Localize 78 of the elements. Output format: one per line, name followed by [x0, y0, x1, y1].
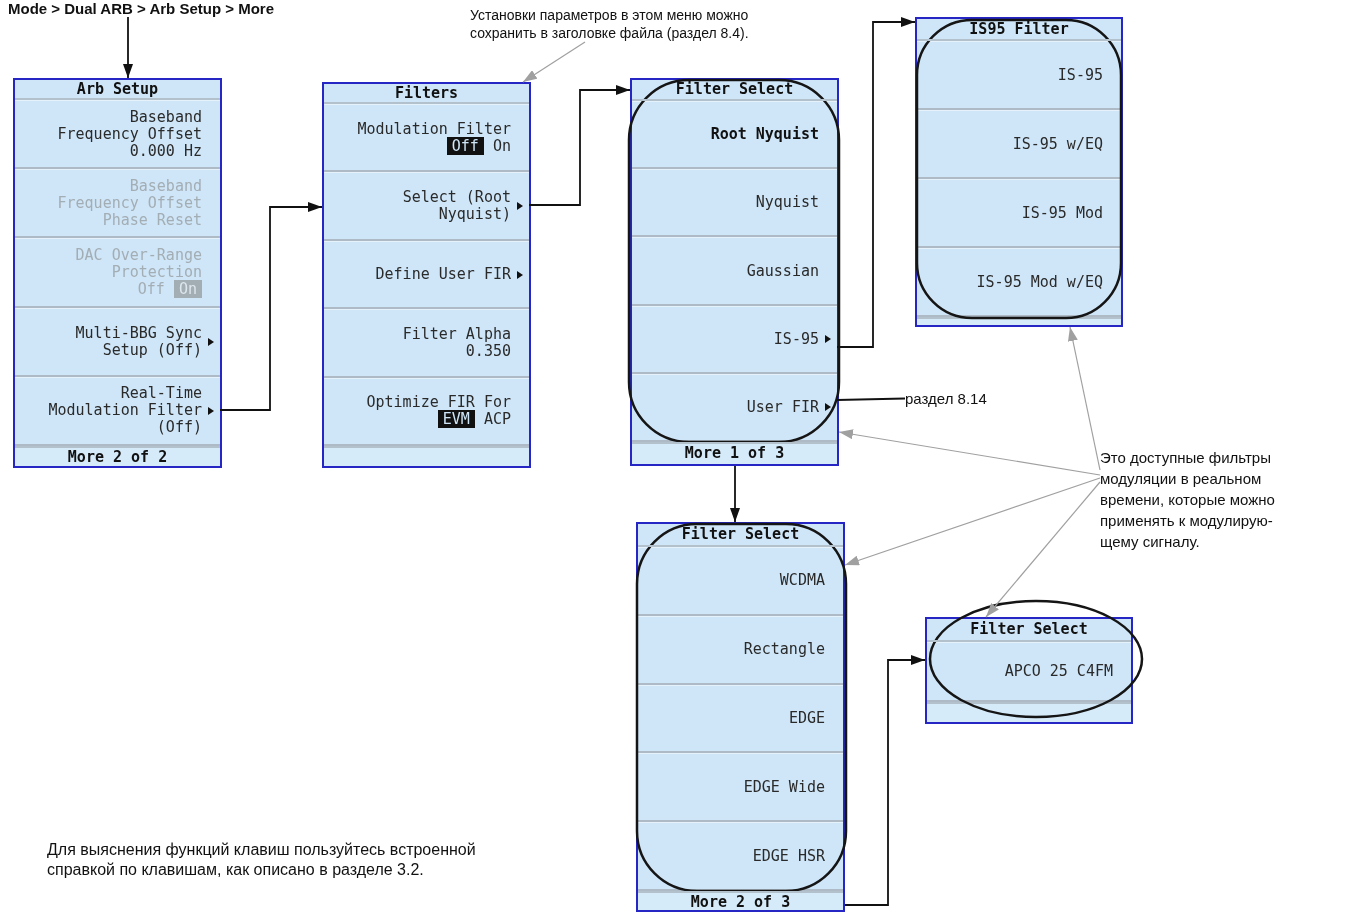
softkey-label: User FIR [746, 398, 819, 416]
softkey [632, 237, 837, 306]
more-indicator: More 2 of 2 [15, 446, 220, 466]
empty-softkey [917, 317, 1121, 325]
empty-softkey [324, 446, 529, 467]
arrow [219, 202, 323, 411]
toggle-state: EVM ACP [437, 411, 511, 429]
menu-title: Filters [324, 84, 529, 104]
softkey [632, 305, 837, 374]
softkey-label: Select (Root Nyquist) [401, 189, 511, 224]
softkey-label: Multi-BBG Sync Setup (Off) [74, 324, 202, 359]
softkey-label: EDGE [788, 710, 825, 727]
softkey [15, 307, 220, 377]
softkey-label: APCO 25 C4FM [1004, 663, 1113, 680]
softkey-menu [13, 78, 222, 468]
leader-line [838, 429, 1101, 476]
leader-line [522, 41, 586, 83]
softkey [917, 179, 1121, 248]
softkey [324, 240, 529, 310]
softkey [324, 104, 529, 173]
softkey-menu [322, 82, 531, 468]
softkey-label: Gaussian [746, 262, 819, 280]
softkey [638, 684, 843, 754]
softkey-label: EDGE HSR [752, 847, 825, 865]
softkey [638, 615, 843, 685]
softkey [15, 169, 220, 239]
softkey-label: WCDMA [779, 572, 825, 590]
softkey-label: DAC Over-Range Protection [74, 247, 202, 281]
softkey-label: Root Nyquist [710, 126, 819, 144]
arrow [836, 17, 916, 348]
softkey [917, 41, 1121, 110]
menu-title: Arb Setup [15, 80, 220, 100]
softkey [638, 753, 843, 823]
toggle-state: Off On [446, 137, 511, 155]
softkey [15, 100, 220, 170]
menu-title: IS95 Filter [917, 19, 1121, 41]
leader-line [985, 481, 1101, 618]
softkey-label: Real-Time Modulation Filter (Off) [47, 385, 202, 437]
softkey-label: IS-95 [773, 330, 819, 348]
softkey-label: IS-95 w/EQ [1012, 135, 1103, 153]
softkey [632, 169, 837, 238]
arrow [730, 465, 740, 523]
softkey-label: Baseband Frequency Offset 0.000 Hz [56, 108, 202, 160]
softkey-label: EDGE Wide [743, 778, 825, 796]
softkey-label: Define User FIR [375, 266, 511, 283]
menu-path-text: Mode > Dual ARB > Arb Setup > More [8, 0, 274, 17]
menu-title: Filter Select [927, 619, 1131, 642]
softkey [15, 238, 220, 308]
softkey [632, 101, 837, 170]
arrow [123, 16, 133, 79]
toggle-state: Off On [137, 281, 202, 298]
note-text: Установки параметров в этом меню можно сохранить в заголовке файла (раздел 8.4). [470, 6, 788, 42]
leader-line [844, 477, 1101, 566]
section-reference: раздел 8.14 [905, 390, 987, 407]
arrow [528, 85, 631, 206]
softkey [324, 172, 529, 241]
softkey-label: Nyquist [755, 194, 819, 212]
menu-title: Filter Select [638, 524, 843, 547]
softkey-label: IS-95 Mod [1021, 204, 1103, 222]
arrow [844, 655, 926, 906]
softkey [638, 547, 843, 616]
note-text: Это доступные фильтры модуляции в реальном времени, которые можно применять к модулирую-щему сигналу. [1100, 447, 1305, 552]
empty-softkey [927, 702, 1131, 722]
softkey-label: IS-95 [1057, 66, 1103, 84]
note-text: Для выяснения функций клавиш пользуйтесь встроенной справкой по клавишам, как описано в разделе 3.2. [47, 840, 477, 880]
softkey-label: Modulation Filter [357, 120, 511, 138]
menu-title: Filter Select [632, 80, 837, 101]
softkey [324, 309, 529, 378]
softkey-label: Baseband Frequency Offset Phase Reset [56, 177, 202, 229]
softkey-label: Rectangle [743, 641, 825, 659]
leader-line [1068, 326, 1101, 471]
softkey-menu [925, 617, 1133, 724]
more-indicator: More 1 of 3 [632, 442, 837, 464]
softkey [917, 110, 1121, 179]
softkey-label: IS-95 Mod w/EQ [976, 273, 1103, 291]
softkey-label: Optimize FIR For [366, 394, 511, 412]
softkey-label: Filter Alpha 0.350 [401, 325, 511, 360]
connector-line [836, 397, 906, 401]
